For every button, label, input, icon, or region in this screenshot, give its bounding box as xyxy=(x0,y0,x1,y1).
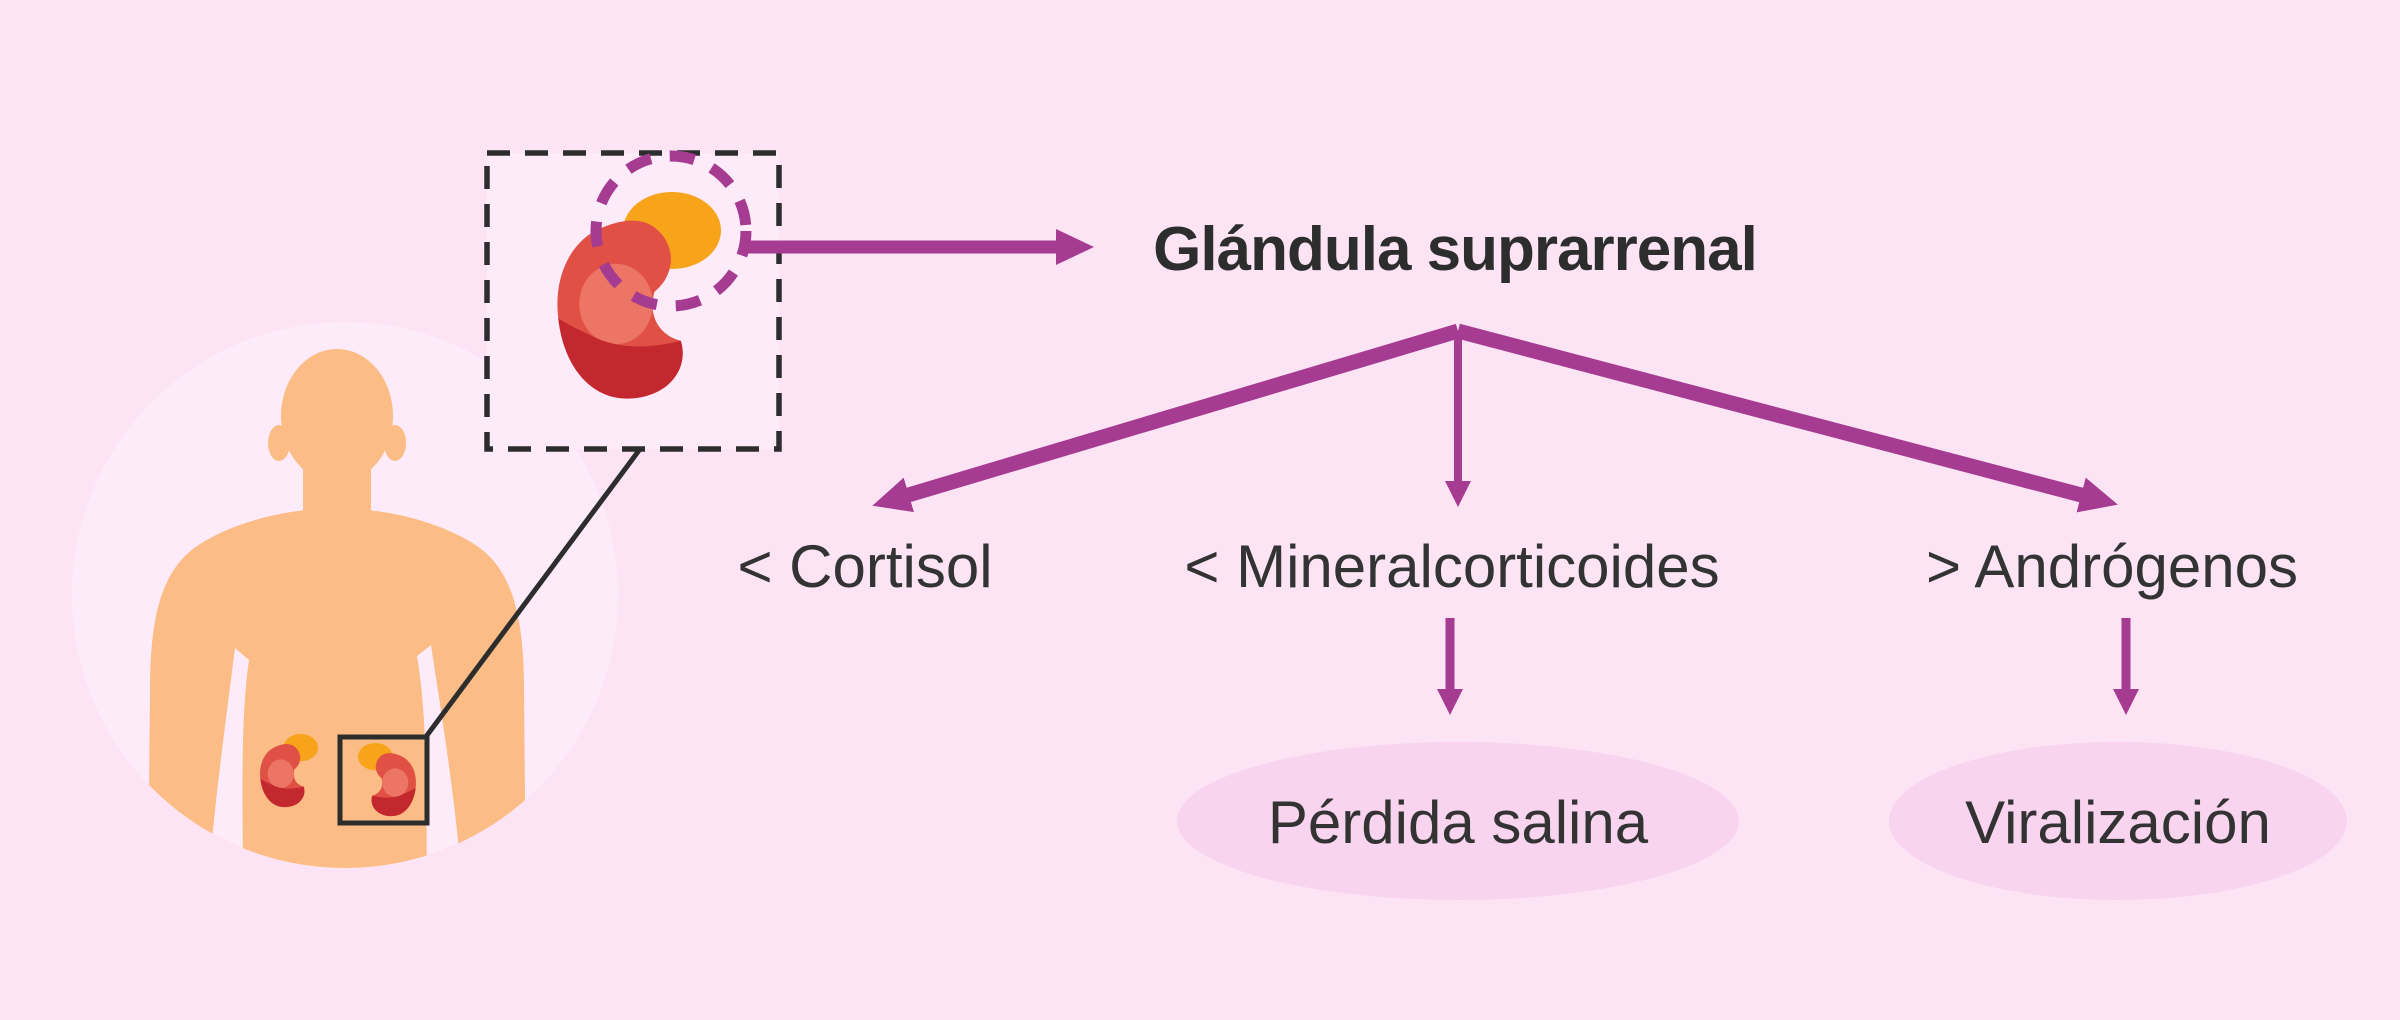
kidney-highlight-square xyxy=(337,734,430,826)
neck-icon xyxy=(303,452,371,514)
branch-label-cortisol: < Cortisol xyxy=(737,533,993,600)
flow-arrows xyxy=(747,229,2139,715)
arm-gap-strips xyxy=(207,645,463,868)
left-arm-gap xyxy=(207,648,249,868)
outcome-label-viralizacion: Viralización xyxy=(1965,789,2271,856)
branch-arrow-cortisol xyxy=(872,323,1461,513)
inset-connector-line xyxy=(422,447,643,740)
branch-label-mineralcorticoides: < Mineralcorticoides xyxy=(1184,533,1720,600)
outcome-bubble-viralizacion xyxy=(1889,742,2347,900)
outcome-bubble-perdida-salina xyxy=(1177,742,1739,900)
diagram-title: Glándula suprarrenal xyxy=(1153,215,1758,284)
right-arm-gap xyxy=(417,645,463,868)
adrenal-dashed-circle-icon xyxy=(590,150,752,312)
head-icon xyxy=(281,349,393,483)
branch-arrow-androgenos xyxy=(1456,323,2118,513)
branch-label-androgenos: > Andrógenos xyxy=(1926,533,2298,600)
outcome-label-perdida-salina: Pérdida salina xyxy=(1267,789,1649,856)
